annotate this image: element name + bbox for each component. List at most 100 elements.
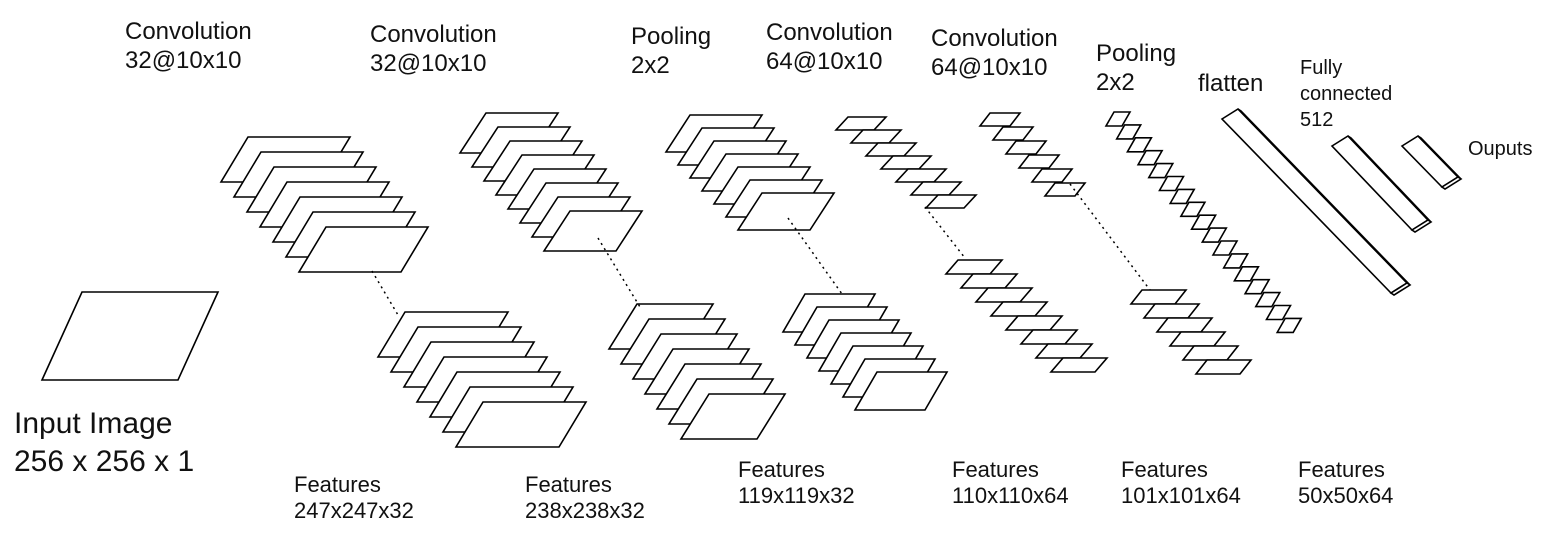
layer-1-op-label: Convolution 32@10x10 (125, 18, 252, 76)
layer-5-spec: 64@10x10 (931, 53, 1048, 81)
layer-5-op-label: Convolution 64@10x10 (931, 25, 1058, 83)
layer-4-op: Convolution (766, 19, 893, 46)
layer-1-feat: Features (294, 472, 381, 497)
layer-1-feat-dims: 247x247x32 (294, 498, 414, 524)
layer-4-kernels-map-1 (834, 116, 888, 131)
layer-5-kernels-map-4 (1017, 154, 1061, 169)
layer-4-features-map-3 (974, 287, 1034, 303)
layer-4-kernels-map-2 (849, 129, 903, 144)
layer-4-spec: 64@10x10 (766, 47, 883, 75)
layer-2-spec: 32@10x10 (370, 49, 487, 77)
layer-6-features-map-7 (1168, 188, 1196, 205)
layer-6-features-map-10 (1200, 227, 1228, 243)
layer-5-features-map-6 (1194, 359, 1253, 375)
layer-4-features-map-4 (989, 301, 1049, 317)
layer-3-connector (787, 217, 843, 295)
layer-4-kernels-map-3 (864, 142, 918, 157)
layer-3-kernels-map-7 (736, 192, 836, 231)
layer-6-features-map-13 (1233, 265, 1260, 282)
flatten-bar-face (1220, 107, 1409, 295)
fully-connected-label: Fully connected 512 (1300, 55, 1392, 133)
flatten-text: flatten (1198, 70, 1264, 97)
layer-3-features-label: Features 119x119x32 (738, 457, 855, 510)
layer-2-op: Convolution (370, 21, 497, 48)
layer-6-op: Pooling (1096, 40, 1177, 67)
layer-2-op-label: Convolution 32@10x10 (370, 21, 497, 79)
layer-1-connector (371, 270, 399, 316)
layer-3-spec: 2x2 (631, 51, 670, 79)
layer-4-features-map-2 (959, 273, 1019, 289)
layer-6-features-map-6 (1158, 175, 1185, 192)
layer-6-features-map-12 (1222, 253, 1250, 269)
layer-6-features-map-17 (1275, 317, 1303, 334)
layer-4-kernels-map-6 (909, 181, 963, 196)
layer-4-features-map-6 (1019, 329, 1079, 345)
layer-6-features-map-4 (1136, 149, 1164, 166)
outputs-bar-end (1440, 176, 1463, 190)
layer-4-features-label: Features 110x110x64 (952, 457, 1069, 510)
layer-5-kernels-map-1 (978, 112, 1022, 127)
layer-4-connector (924, 206, 966, 259)
fc-size: 512 (1300, 109, 1334, 131)
layer-5-feat-dims: 101x101x64 (1121, 483, 1241, 509)
layer-5-features-label: Features 101x101x64 (1121, 457, 1241, 510)
layer-4-feat: Features (952, 457, 1039, 482)
layer-6-features-map-3 (1126, 137, 1153, 153)
fc-bar-end (1410, 219, 1433, 233)
layer-6-features-map-8 (1179, 201, 1207, 218)
layer-5-kernels-map-5 (1030, 168, 1074, 183)
layer-3-op: Pooling (631, 23, 712, 50)
layer-6-features-map-15 (1254, 291, 1282, 308)
layer-4-feat-dims: 110x110x64 (952, 483, 1069, 509)
layer-4-features-map-8 (1049, 357, 1109, 373)
layer-6-feat: Features (1298, 457, 1385, 482)
layer-6-op-label: Pooling 2x2 (1096, 40, 1176, 98)
layer-2-kernels-map-8 (542, 210, 644, 252)
input-image-shape (40, 291, 220, 381)
layer-1-features-map-7 (454, 401, 588, 448)
layer-1-op: Convolution (125, 18, 252, 45)
layer-3-feat-dims: 119x119x32 (738, 483, 855, 509)
layer-1-features-label: Features 247x247x32 (294, 472, 414, 525)
layer-3-features-map-7 (853, 371, 949, 411)
layer-1-kernels-map-7 (297, 226, 430, 273)
layer-2-connector (597, 237, 641, 308)
layer-4-op-label: Convolution 64@10x10 (766, 19, 893, 77)
layer-4-features-map-7 (1034, 343, 1094, 359)
fc-line2: connected (1300, 83, 1393, 105)
layer-6-features-label: Features 50x50x64 (1298, 457, 1393, 510)
layer-5-features-map-4 (1168, 331, 1227, 347)
outputs-label: Ouputs (1468, 137, 1532, 161)
layer-6-features-map-16 (1265, 304, 1292, 321)
flatten-label: flatten (1198, 70, 1263, 99)
layer-5-kernels-map-6 (1043, 182, 1087, 197)
layer-5-features-map-1 (1129, 289, 1188, 305)
layer-6-features-map-2 (1115, 124, 1143, 140)
layer-6-features-map-11 (1211, 240, 1239, 256)
outputs-bar-face (1400, 134, 1460, 189)
layer-3-op-label: Pooling 2x2 (631, 23, 711, 81)
layer-4-kernels-map-5 (894, 168, 948, 183)
layer-5-kernels-map-2 (991, 126, 1035, 141)
layer-2-feat-dims: 238x238x32 (525, 498, 645, 524)
layer-2-feat: Features (525, 472, 612, 497)
layer-3-feat: Features (738, 457, 825, 482)
input-title: Input Image (14, 407, 173, 440)
layer-2-features-map-7 (679, 393, 787, 440)
layer-4-kernels-map-4 (879, 155, 933, 170)
layer-5-features-map-3 (1155, 317, 1214, 333)
layer-5-feat: Features (1121, 457, 1208, 482)
layer-5-connector (1069, 183, 1151, 291)
layer-6-features-map-14 (1243, 278, 1271, 295)
input-dims: 256 x 256 x 1 (14, 444, 195, 478)
layer-5-features-map-5 (1181, 345, 1240, 361)
layer-4-features-map-1 (944, 259, 1004, 275)
layer-5-kernels-map-3 (1004, 140, 1048, 155)
layer-6-features-map-9 (1190, 214, 1217, 230)
layer-6-feat-dims: 50x50x64 (1298, 483, 1394, 509)
layer-5-op: Convolution (931, 25, 1058, 52)
fc-line1: Fully (1300, 57, 1343, 79)
layer-6-spec: 2x2 (1096, 68, 1135, 96)
